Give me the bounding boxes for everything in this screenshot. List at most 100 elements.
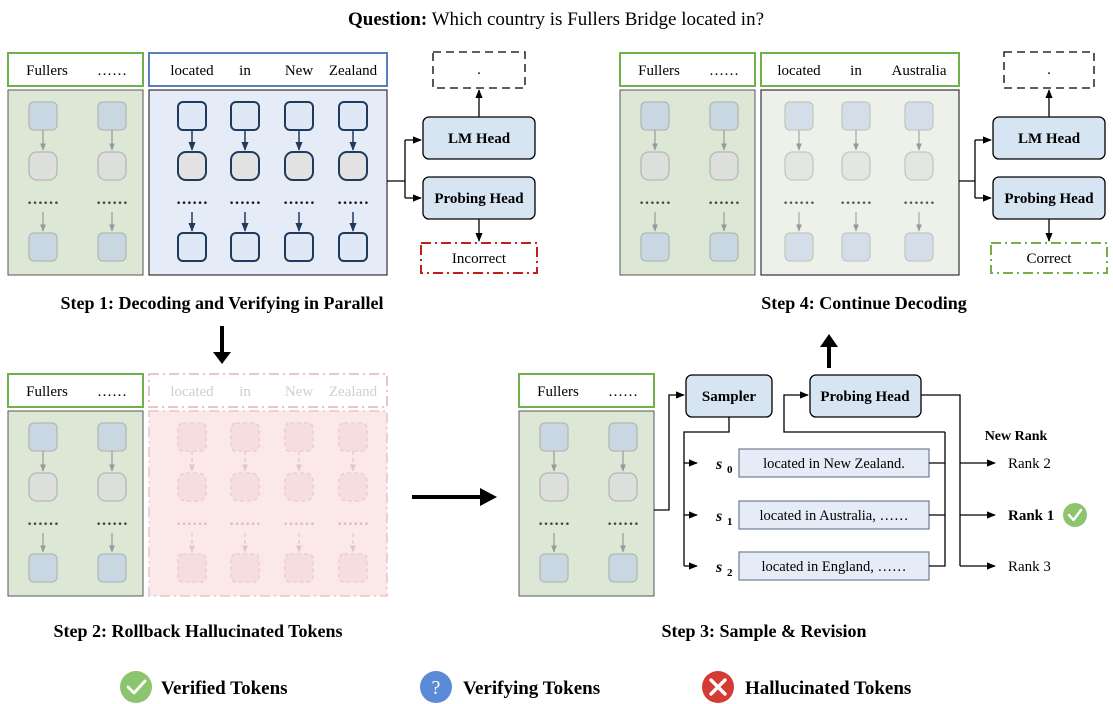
step1-vcol-node-bottom [338,232,368,262]
step4-col-ellipsis: …… [639,191,671,208]
step1-output-box [432,51,526,89]
step1-panel: Fullers …… located in New Zealand ………… …… [7,51,538,313]
x-circle-icon [702,671,734,703]
step4-new-token-1: in [850,63,862,79]
step3-candidates-to-probe [783,395,946,567]
step2-hcol-node-mid [338,472,368,502]
candidate-symbol: s [715,456,722,473]
step4-ncol-ellipsis: …… [783,191,815,208]
step1-col-node-bottom [97,232,127,262]
step2-hcol-node-mid [177,472,207,502]
step4-ncol-node-mid [841,151,871,181]
step2-title: Step 2: Rollback Hallucinated Tokens [53,621,342,641]
candidate-text: located in Australia, …… [760,508,909,524]
step4-col-node-bottom [640,232,670,262]
step2-hcol-ellipsis: …… [283,512,315,529]
step4-ncol-ellipsis: …… [840,191,872,208]
step2-rolledback-token-0: located [170,384,214,400]
step2-rolledback-token-3: Zealand [329,384,378,400]
candidate-symbol: s [715,559,722,576]
step1-vcol-node-bottom [230,232,260,262]
step4-col-ellipsis: …… [708,191,740,208]
step3-prefix-token-0: Fullers [537,384,579,400]
step4-branch-connector [959,140,976,198]
step2-col-node-top [97,422,127,452]
candidate-box [738,500,930,530]
step3-prefix-box [518,373,655,408]
step4-ncol-node-top [784,101,814,131]
check-circle-icon [1063,503,1087,527]
step1-new-token-2: New [285,63,313,79]
step2-rolledback-token-1: in [239,384,251,400]
step2-col-node-bottom [97,553,127,583]
step1-verified-nodes: ………… [27,101,128,262]
step4-col-node-top [640,101,670,131]
step3-probe-to-ranks [921,394,961,566]
step4-probing-head-label: Probing Head [1004,191,1094,207]
step1-col-node-top [28,101,58,131]
step2-col-ellipsis: …… [96,512,128,529]
step4-prefix-token-1: …… [709,63,739,79]
step4-new-token-2: Australia [892,63,947,79]
step3-col-node-top [539,422,569,452]
step2-hcol-node-mid [230,472,260,502]
step2-hcol-ellipsis: …… [176,512,208,529]
step1-vcol-node-mid [177,151,207,181]
step3-col-ellipsis: …… [607,512,639,529]
step2-hcol-node-top [284,422,314,452]
step1-prefix-token-1: …… [97,63,127,79]
step1-vcol-node-top [284,101,314,131]
step1-vcol-ellipsis: …… [176,191,208,208]
step4-col-node-bottom [709,232,739,262]
step4-prefix-box [619,52,756,87]
candidate-box [738,448,930,478]
step1-vcol-ellipsis: …… [229,191,261,208]
step2-rolledback-token-box [148,373,388,408]
step2-col-node-top [28,422,58,452]
step1-vcol-node-bottom [284,232,314,262]
question-circle-icon: ? [420,671,452,703]
step1-col-node-mid [28,151,58,181]
step2-prefix-token-0: Fullers [26,384,68,400]
step1-vcol-node-mid [338,151,368,181]
step1-vcol-node-mid [284,151,314,181]
arrow-step2-to-step3-head [480,488,497,506]
step3-rank-2: Rank 3 [1008,559,1051,575]
step1-new-token-box [148,52,388,87]
step1-vcol-ellipsis: …… [283,191,315,208]
step2-col-ellipsis: …… [27,512,59,529]
step3-col-node-mid [539,472,569,502]
check-circle-icon [120,671,152,703]
step3-sampler-branches [683,417,730,566]
step1-new-token-3: Zealand [329,63,378,79]
step1-probing-head-label: Probing Head [434,191,524,207]
step2-hcol-node-top [230,422,260,452]
step3-rank-1: Rank 1 [1008,508,1054,524]
question-glyph: ? [432,677,441,699]
step1-title: Step 1: Decoding and Verifying in Parall… [60,293,383,313]
step2-col-node-bottom [28,553,58,583]
step1-new-token-1: in [239,63,251,79]
step4-ncol-node-bottom [904,232,934,262]
step2-hcol-ellipsis: …… [337,512,369,529]
step3-rank-0: Rank 2 [1008,456,1051,472]
candidate-subscript: 2 [727,567,733,579]
step4-new-token-0: located [777,63,821,79]
step2-hcol-node-top [177,422,207,452]
step1-branch-connector [387,140,406,198]
step4-ncol-node-bottom [841,232,871,262]
step4-prefix-token-0: Fullers [638,63,680,79]
legend-label-verified: Verified Tokens [161,678,288,699]
step1-verdict: Incorrect [452,251,507,267]
step3-col-node-mid [608,472,638,502]
step4-verdict-box [990,242,1108,274]
step3-title: Step 3: Sample & Revision [661,621,866,641]
step4-col-node-mid [709,151,739,181]
step4-ncol-ellipsis: …… [903,191,935,208]
legend-item-verified: Verified Tokens [120,671,288,703]
arrow-step1-to-step2-head [213,352,231,364]
step4-verdict: Correct [1027,251,1073,267]
step2-panel: Fullers …… located in New Zealand ………… …… [7,373,388,641]
